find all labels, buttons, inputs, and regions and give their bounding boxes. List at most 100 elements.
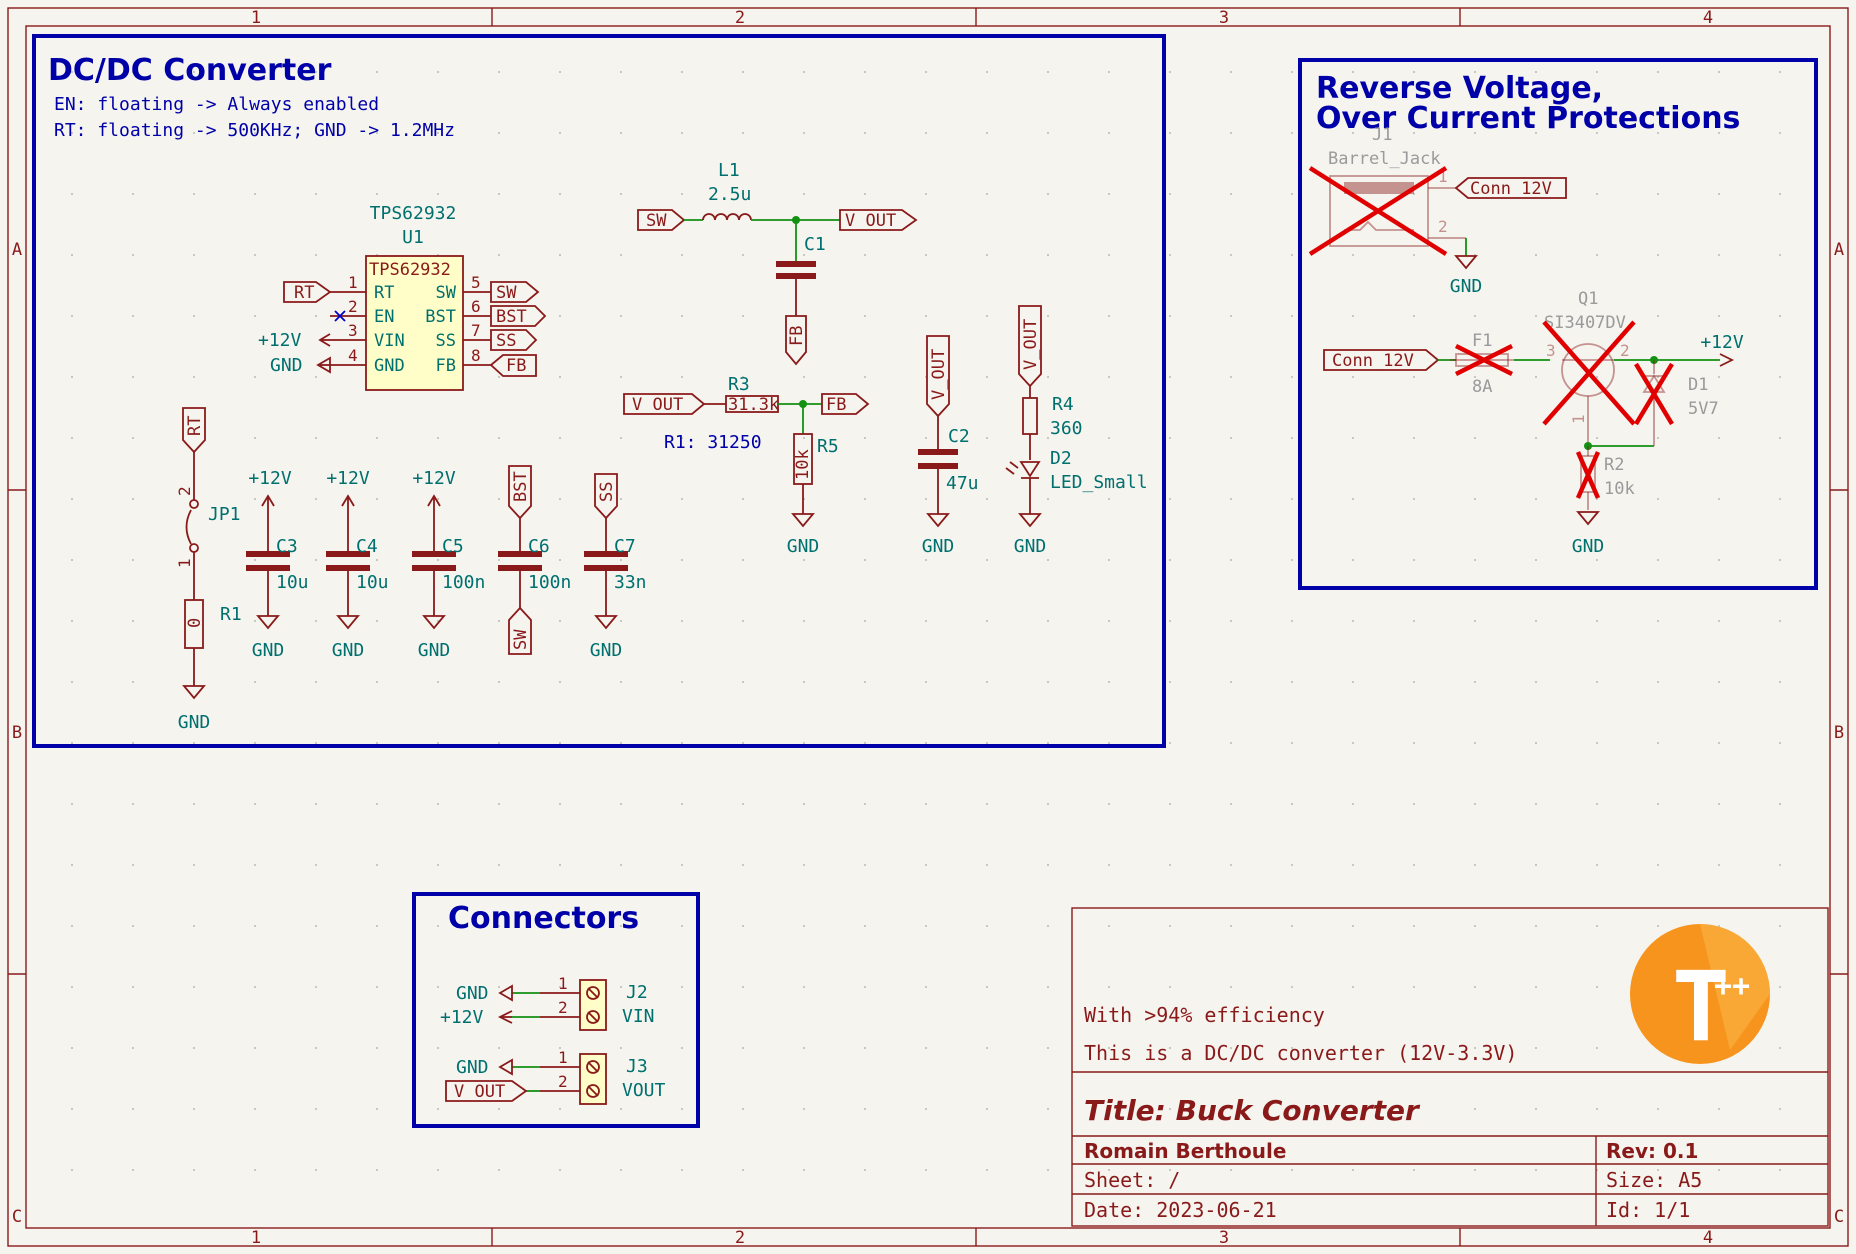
label-sw-u1[interactable]: SW <box>490 281 540 303</box>
label-rt-u1[interactable]: RT <box>283 281 332 303</box>
power-gnd-r2[interactable]: GND <box>1572 511 1605 557</box>
c7-gnd-label: GND <box>590 640 623 661</box>
l1-value: 2.5u <box>708 184 751 205</box>
mosfet-q1[interactable]: Q1 SI3407DV 3 2 1 <box>1542 289 1636 446</box>
label-vout-r3[interactable]: V_OUT <box>623 393 706 415</box>
logo-letter: T <box>1672 951 1730 1063</box>
c3-ref: C3 <box>276 536 298 557</box>
label-fb-c1[interactable]: FB <box>785 315 807 366</box>
label-sw-l1[interactable]: SW <box>637 209 686 231</box>
label-ss-u1[interactable]: SS <box>490 329 538 351</box>
capacitor-c1[interactable]: C1 <box>776 220 826 316</box>
led-d2[interactable]: D2 LED_Small <box>1005 448 1148 514</box>
label-bst-u1[interactable]: BST <box>490 305 547 327</box>
power-gnd-c2[interactable]: GND <box>922 513 955 557</box>
jp1-pin2: 2 <box>175 486 194 496</box>
capacitor-c6[interactable]: BST SW C6 100n <box>498 465 571 655</box>
connector-j2[interactable]: 1 2 J2 VIN <box>512 974 655 1031</box>
capacitor-c3[interactable]: +12V C3 10u GND <box>246 468 309 661</box>
power-gnd-u1[interactable]: GND <box>270 355 331 376</box>
connectors-title: Connectors <box>448 901 639 936</box>
tb-title: Title: Buck Converter <box>1084 1094 1421 1127</box>
j1-pin2: 2 <box>1438 217 1448 236</box>
capacitor-c7[interactable]: SS C7 33n GND <box>584 473 647 661</box>
zone-row-c-left: C <box>12 1207 22 1227</box>
power-gnd-r1[interactable]: GND <box>178 685 211 733</box>
u1-pin7-name: SS <box>436 331 456 351</box>
resistor-r4[interactable]: R4 360 <box>1022 386 1083 460</box>
label-fb-r3[interactable]: FB <box>821 393 870 415</box>
tb-rev: Rev: 0.1 <box>1606 1139 1698 1163</box>
u1-pin8-num: 8 <box>471 346 481 365</box>
power-gnd-r5[interactable]: GND <box>787 513 820 557</box>
j3-pin2: 2 <box>558 1072 568 1091</box>
q1-excluded-cross <box>1542 320 1636 426</box>
protection-box <box>1298 58 1818 590</box>
u1-value: TPS62932 <box>370 203 457 224</box>
svg-text:GND: GND <box>787 536 820 557</box>
label-rt-jp1[interactable]: RT <box>182 407 206 454</box>
capacitor-c5[interactable]: +12V C5 100n GND <box>412 468 485 661</box>
u1-body <box>365 255 464 391</box>
c3-power-label: +12V <box>248 468 292 489</box>
power-gnd-j3[interactable]: GND <box>456 1057 513 1078</box>
u1-pin6-name: BST <box>425 307 456 327</box>
inductor-l1[interactable]: L1 2.5u <box>684 160 840 221</box>
power-gnd-j2[interactable]: GND <box>456 983 513 1004</box>
zone-col-1-bottom: 1 <box>251 1228 261 1248</box>
c2-ref: C2 <box>948 426 970 447</box>
r5-value: 10k <box>793 449 813 480</box>
svg-text:GND: GND <box>922 536 955 557</box>
capacitor-c2[interactable]: C2 47u <box>918 416 979 514</box>
connector-j3[interactable]: 1 2 J3 VOUT <box>512 1048 666 1105</box>
resistor-r2[interactable]: R2 10k <box>1575 446 1635 510</box>
power-gnd-j1[interactable]: GND <box>1450 238 1483 297</box>
fuse-f1[interactable]: F1 8A <box>1438 331 1550 397</box>
q1-pin3: 3 <box>1546 341 1556 360</box>
zone-col-2-top: 2 <box>735 8 745 28</box>
j3-value: VOUT <box>622 1080 666 1101</box>
label-vout-r4[interactable]: V_OUT <box>1018 305 1042 388</box>
u1-ref: U1 <box>402 227 424 248</box>
label-conn12v-f1[interactable]: Conn_12V <box>1323 349 1440 371</box>
label-vout-j3[interactable]: V_OUT <box>445 1080 528 1102</box>
zone-row-b-right: B <box>1834 723 1844 743</box>
tb-size: Size: A5 <box>1606 1168 1702 1192</box>
power-12v-u1[interactable]: +12V <box>258 330 331 351</box>
resistor-r3[interactable]: R3 31.3k <box>704 374 822 415</box>
label-conn12v-j1[interactable]: Conn_12V <box>1454 177 1567 199</box>
d1-ref: D1 <box>1688 375 1708 395</box>
d1-value: 5V7 <box>1688 399 1719 419</box>
u1-pin3-num: 3 <box>348 321 358 340</box>
power-gnd-d2[interactable]: GND <box>1014 513 1047 557</box>
connectors-section: Connectors 1 2 J2 VIN GND +12V <box>412 892 700 1128</box>
c5-gnd-label: GND <box>418 640 451 661</box>
capacitor-c4[interactable]: +12V C4 10u GND <box>326 468 389 661</box>
zone-col-4-top: 4 <box>1703 8 1713 28</box>
r5-ref: R5 <box>817 436 839 457</box>
c3-value: 10u <box>276 572 309 593</box>
power-12v-protection[interactable]: +12V <box>1700 332 1744 367</box>
svg-text:Conn_12V: Conn_12V <box>1332 351 1414 371</box>
resistor-r5[interactable]: 10k R5 <box>793 404 839 514</box>
jumper-jp1[interactable]: JP1 2 1 <box>175 452 241 600</box>
power-12v-j2[interactable]: +12V <box>440 1007 513 1028</box>
resistor-r1[interactable]: 0 R1 <box>184 599 242 686</box>
svg-text:RT: RT <box>294 283 314 303</box>
label-fb-u1[interactable]: FB <box>489 354 537 377</box>
j1-value: Barrel_Jack <box>1328 149 1441 169</box>
zener-d1[interactable]: D1 5V7 <box>1634 360 1719 446</box>
label-vout-c2[interactable]: V_OUT <box>926 335 950 418</box>
u1-pin6-num: 6 <box>471 297 481 316</box>
svg-text:SS: SS <box>496 331 516 351</box>
j2-pin1: 1 <box>558 974 568 993</box>
r3-value: 31.3k <box>728 395 779 415</box>
u1-regulator[interactable]: TPS62932 U1 TPS62932 1 2 3 4 RT EN VIN G… <box>330 203 491 391</box>
label-vout-l1[interactable]: V_OUT <box>839 209 918 231</box>
barrel-jack-j1[interactable]: J1 Barrel_Jack 1 2 <box>1308 125 1466 256</box>
svg-text:V_OUT: V_OUT <box>632 395 683 415</box>
j3-pin1: 1 <box>558 1048 568 1067</box>
r1-note: R1: 31250 <box>664 432 762 453</box>
svg-text:GND: GND <box>456 1057 489 1078</box>
